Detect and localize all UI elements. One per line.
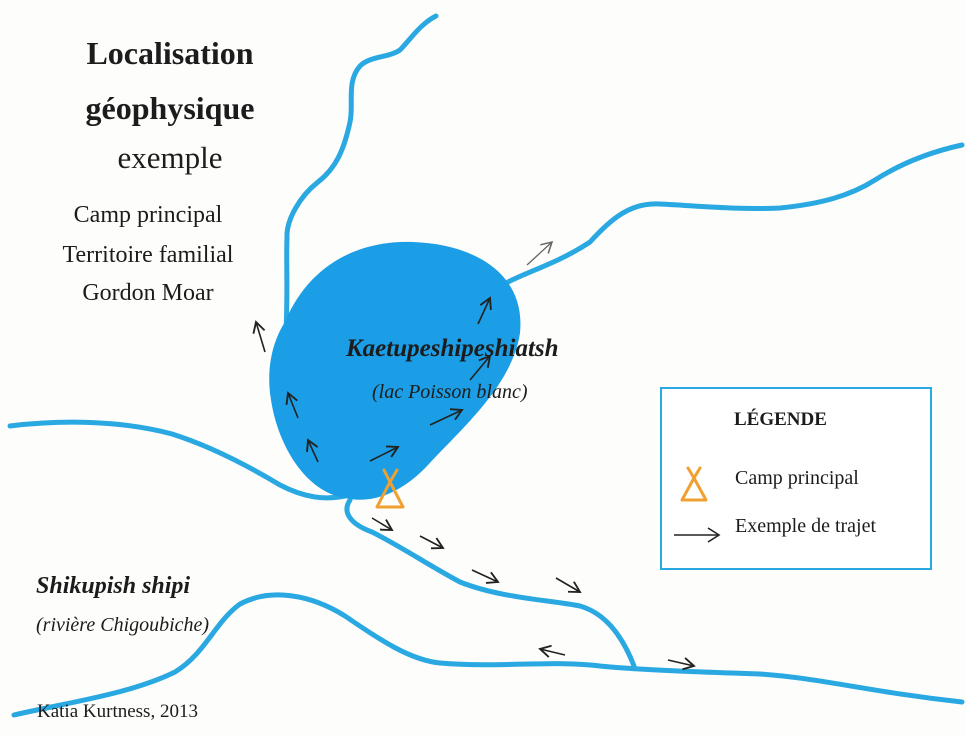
caption-line-territory: Territoire familial <box>62 242 234 268</box>
legend-label-camp: Camp principal <box>735 467 859 489</box>
map-title-line1: Localisation <box>86 35 254 71</box>
lake-alt-name-label: (lac Poisson blanc) <box>372 381 528 403</box>
caption-line-camp: Camp principal <box>73 202 223 228</box>
map-title-line2: géophysique <box>85 90 255 126</box>
river-outlet <box>344 497 637 669</box>
arrow-icon <box>674 527 721 543</box>
travel-arrow <box>469 354 492 381</box>
travel-arrow <box>369 445 400 462</box>
legend-title: LÉGENDE <box>734 409 827 430</box>
river-west <box>7 419 348 501</box>
river-alt-name-label: (rivière Chigoubiche) <box>36 614 210 636</box>
travel-arrow <box>471 569 500 584</box>
travel-arrow <box>371 517 394 531</box>
river-chigoubiche <box>11 592 965 718</box>
river-network <box>7 13 965 718</box>
travel-arrow <box>555 577 582 593</box>
travel-arrow <box>285 391 299 419</box>
caption-line-owner: Gordon Moar <box>82 280 214 306</box>
teepee-camp-icon <box>680 466 708 502</box>
lake-name-label: Kaetupeshipeshiatsh <box>346 335 559 362</box>
river-name-label: Shikupish shipi <box>36 573 191 599</box>
author-credit: Katia Kurtness, 2013 <box>37 701 198 722</box>
travel-arrow <box>306 438 319 463</box>
travel-arrow <box>419 535 445 550</box>
travel-arrow <box>252 320 266 353</box>
legend-box: LÉGENDE Camp principal Exemple de trajet <box>660 387 932 570</box>
travel-arrow <box>538 644 566 658</box>
travel-arrow <box>667 657 696 671</box>
teepee-camp-icon <box>375 468 405 509</box>
travel-arrow <box>429 408 464 426</box>
lake-kaetupeshipeshiatsh <box>269 241 521 500</box>
travel-arrow-faint <box>526 240 554 266</box>
travel-arrow <box>477 296 492 325</box>
map-subtitle: exemple <box>117 140 223 175</box>
river-north <box>283 13 439 333</box>
travel-route <box>252 296 696 671</box>
river-northeast <box>505 142 965 285</box>
legend-label-route: Exemple de trajet <box>735 515 877 537</box>
